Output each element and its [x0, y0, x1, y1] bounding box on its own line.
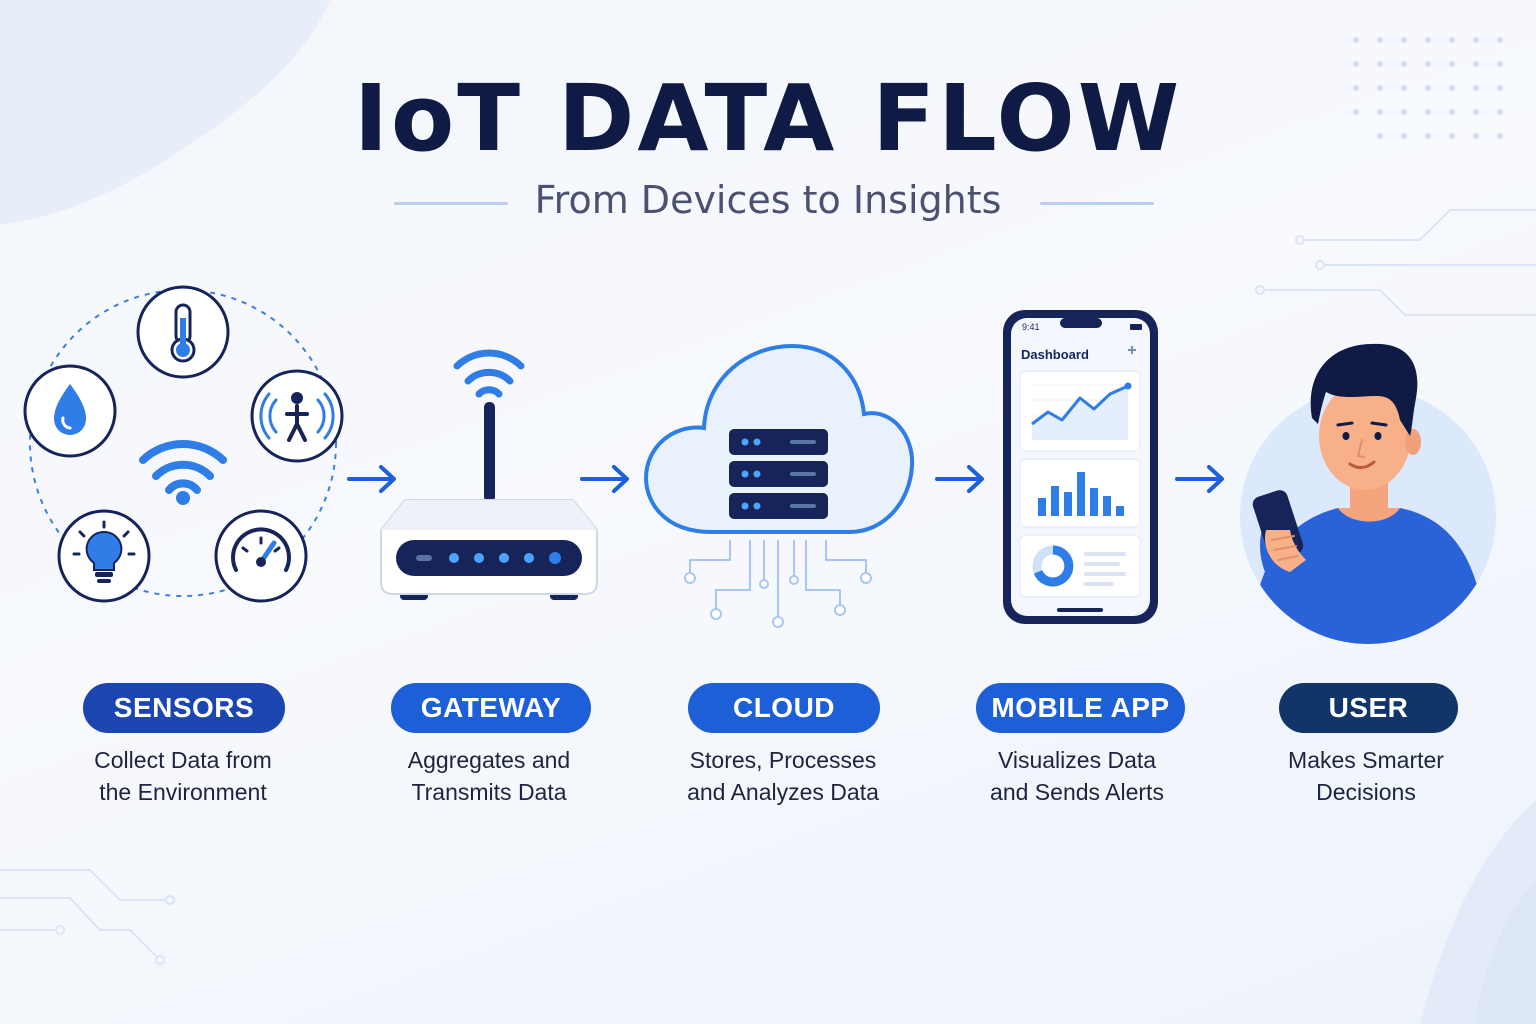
gauge-icon [214, 509, 308, 603]
cloud-server-icon [643, 343, 915, 628]
stage-label-sensors: SENSORS [83, 683, 285, 733]
stage-description-gateway-line2: Transmits Data [411, 779, 567, 805]
flow-arrow-3 [935, 465, 984, 493]
lightbulb-icon [57, 509, 151, 603]
router-icon [380, 349, 598, 600]
dot-grid [1353, 37, 1503, 139]
subtitle-divider-left [394, 202, 508, 205]
stage-description-mobile-app-line1: Visualizes Data [997, 747, 1157, 773]
circuit-traces-right [1255, 209, 1536, 316]
stage-description-user: Makes Smarter Decisions [1216, 744, 1516, 808]
stage-description-gateway-line1: Aggregates and [407, 747, 571, 773]
data-connections [689, 540, 867, 618]
wifi-icon [139, 440, 227, 494]
stage-description-gateway: Aggregates and Transmits Data [339, 744, 639, 808]
stage-description-cloud-line2: and Analyzes Data [687, 779, 879, 805]
page-title: IoT DATA FLOW [353, 65, 1183, 172]
stage-description-cloud-line1: Stores, Processes [689, 747, 877, 773]
stage-description-user-line1: Makes Smarter [1288, 747, 1444, 773]
sensor-cluster-icon [23, 285, 344, 603]
stage-label-mobile-app: MOBILE APP [976, 683, 1185, 733]
smartphone-icon: 9:41 Dashboard [1003, 310, 1158, 624]
stage-description-sensors: Collect Data from the Environment [33, 744, 333, 808]
stage-description-sensors-line1: Collect Data from [94, 747, 272, 773]
circuit-traces-left [0, 869, 175, 965]
stage-label-gateway: GATEWAY [391, 683, 591, 733]
server-stack-icon [729, 429, 828, 519]
stage-label-user: USER [1279, 683, 1458, 733]
phone-dashboard-title: Dashboard [1021, 347, 1089, 362]
subtitle-divider-right [1040, 202, 1154, 205]
flow-arrow-2 [580, 465, 629, 493]
stage-description-cloud: Stores, Processes and Analyzes Data [633, 744, 933, 808]
phone-menu-icon [1128, 346, 1136, 354]
stage-description-mobile-app: Visualizes Data and Sends Alerts [927, 744, 1227, 808]
flow-arrow-4 [1175, 465, 1224, 493]
water-drop-icon [23, 364, 117, 458]
stage-label-cloud: CLOUD [688, 683, 880, 733]
stage-description-sensors-line2: the Environment [99, 779, 267, 805]
phone-time: 9:41 [1022, 322, 1040, 332]
stage-description-user-line2: Decisions [1316, 779, 1416, 805]
stage-description-mobile-app-line2: and Sends Alerts [990, 779, 1164, 805]
motion-icon [250, 369, 344, 463]
flow-arrow-1 [347, 465, 396, 493]
thermometer-icon [136, 285, 230, 379]
page-subtitle: From Devices to Insights [534, 178, 1002, 222]
person-with-phone-icon [1240, 343, 1496, 644]
